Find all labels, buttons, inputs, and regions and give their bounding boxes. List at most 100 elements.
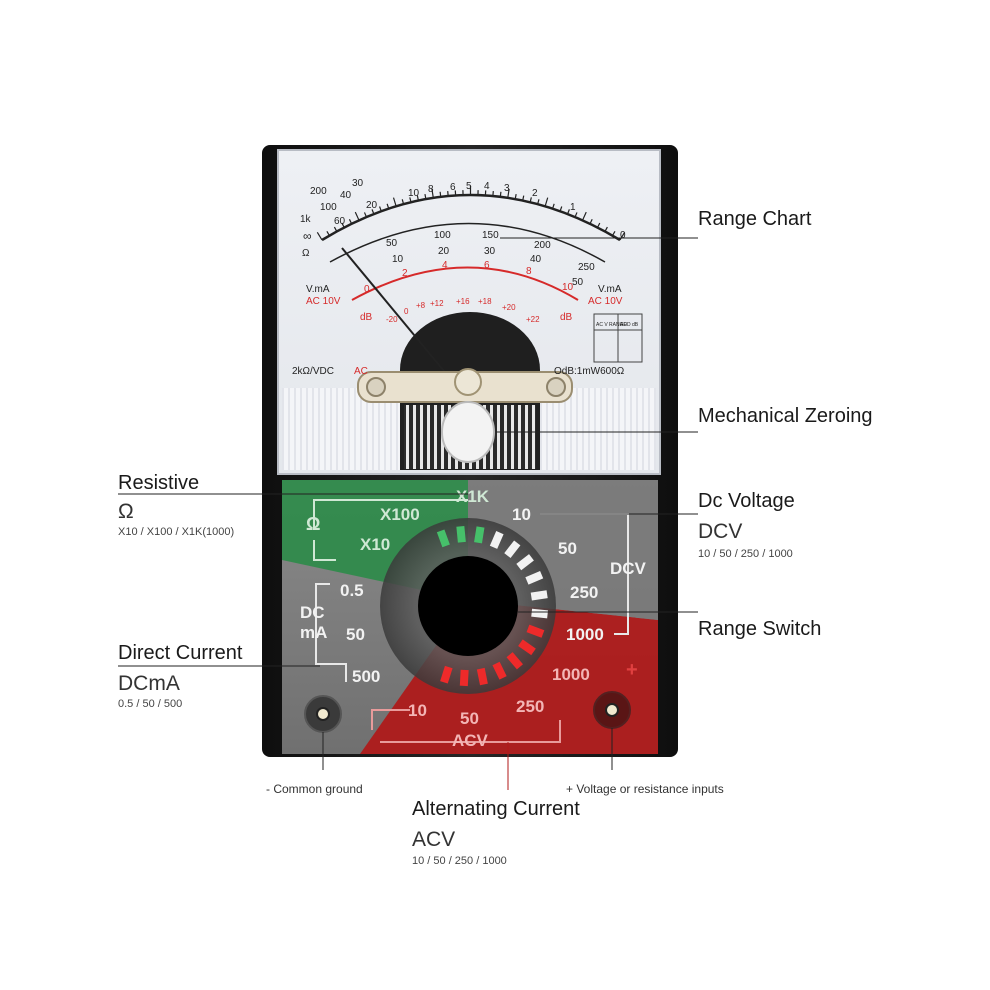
- db-18: +18: [478, 297, 492, 306]
- scale-tick: [611, 230, 616, 236]
- ac-10: 10: [562, 282, 574, 293]
- db-12: +12: [430, 299, 444, 308]
- common-ground-label: - Common ground: [266, 782, 363, 796]
- ohm-scale-3: 3: [504, 183, 510, 194]
- right-unit-2: AC 10V: [588, 296, 623, 307]
- range-switch-knob[interactable]: [418, 556, 518, 656]
- dial-marker: [531, 608, 548, 619]
- scale-tick: [559, 206, 563, 212]
- dial-marker: [530, 590, 548, 601]
- db-reference: OdB:1mW600Ω: [554, 366, 625, 377]
- dial-ohm-symbol: Ω: [306, 514, 320, 534]
- dial-marker: [526, 624, 545, 638]
- dc-250-250: 250: [578, 262, 595, 273]
- dcma-label-2: mA: [300, 623, 327, 642]
- direct-current-ranges: 0.5 / 50 / 500: [118, 698, 183, 710]
- db-right: dB: [560, 312, 573, 323]
- scale-tick: [348, 219, 353, 225]
- scale-tick: [439, 191, 442, 197]
- dial-marker: [459, 669, 469, 687]
- ohm-scale-5: 5: [466, 181, 472, 192]
- direct-current-title: Direct Current: [118, 642, 243, 664]
- db-left: dB: [360, 312, 373, 323]
- scale-tick: [409, 197, 412, 203]
- ac-6: 6: [484, 260, 490, 271]
- acv-50: 50: [460, 709, 479, 728]
- dcv-10: 10: [512, 505, 531, 524]
- scale-tick: [386, 203, 390, 209]
- ohm-scale-30: 30: [352, 178, 364, 189]
- meter-face-labels: 200 100 60 40 30 20 1k 10 8 6 5 4 3 2 1 …: [292, 178, 639, 377]
- ohm-scale-10: 10: [408, 188, 420, 199]
- ohm-scale-8: 8: [428, 184, 434, 195]
- dial-marker: [506, 652, 523, 670]
- scale-tick: [529, 197, 532, 203]
- ohm-x10: X10: [360, 535, 390, 554]
- ohm-scale-200: 200: [310, 186, 327, 197]
- range-chart-label: Range Chart: [698, 208, 812, 230]
- ohm-scale-40: 40: [340, 190, 352, 201]
- alternating-current-title: Alternating Current: [412, 798, 580, 820]
- scale-tick: [316, 231, 323, 241]
- resistive-ranges: X10 / X100 / X1K(1000): [118, 526, 235, 538]
- dc-50-20: 20: [438, 246, 450, 257]
- dial-marker: [518, 639, 536, 656]
- scale-tick: [507, 188, 510, 198]
- acv-250: 250: [516, 697, 544, 716]
- ohm-scale-2: 2: [532, 188, 538, 199]
- zero-adjust-knob[interactable]: [441, 401, 495, 463]
- dcma-0-5: 0.5: [340, 581, 364, 600]
- scale-tick: [416, 195, 419, 201]
- acv-label: ACV: [452, 731, 489, 750]
- scale-tick: [574, 212, 578, 218]
- scale-tick: [552, 203, 555, 209]
- dial-marker: [492, 661, 507, 680]
- dial-marker: [476, 667, 488, 686]
- dcv-1000: 1000: [566, 625, 604, 644]
- sensitivity: 2kΩ/VDC: [292, 366, 334, 377]
- db-16: +16: [456, 297, 470, 306]
- ac-0: 0: [364, 284, 370, 295]
- acv-10: 10: [408, 701, 427, 720]
- table-head-1: AC V RANGE: [596, 322, 628, 328]
- scale-tick: [371, 209, 375, 215]
- scale-tick: [544, 197, 549, 207]
- db-22: +22: [526, 315, 540, 324]
- sensitivity-ac: AC: [354, 366, 368, 377]
- scale-tick: [596, 222, 601, 228]
- dcma-label-1: DC: [300, 603, 325, 622]
- resistive-title: Resistive: [118, 472, 200, 494]
- dc-voltage-ranges: 10 / 50 / 250 / 1000: [698, 548, 793, 560]
- dial-marker: [474, 526, 485, 544]
- dc-50-50: 50: [572, 277, 584, 288]
- ac-8: 8: [526, 266, 532, 277]
- scale-tick: [363, 212, 367, 218]
- ohm-x100: X100: [380, 505, 420, 524]
- table-head-2: ADD dB: [620, 322, 639, 328]
- ohm-face-symbol: Ω: [302, 248, 310, 259]
- right-unit-1: V.mA: [598, 284, 622, 295]
- dc-250-200: 200: [534, 240, 551, 251]
- meter-face: [277, 149, 661, 475]
- ohm-scale-60: 60: [334, 216, 346, 227]
- scale-tick: [392, 197, 397, 207]
- ohm-scale-0: 0: [620, 230, 626, 241]
- ohm-scale-4: 4: [484, 181, 490, 192]
- db-20: +20: [502, 303, 516, 312]
- ohm-scale-20: 20: [366, 200, 378, 211]
- left-unit-2: AC 10V: [306, 296, 341, 307]
- left-unit-1: V.mA: [306, 284, 330, 295]
- dc-50-40: 40: [530, 254, 542, 265]
- db-8: +8: [416, 301, 426, 310]
- ohm-scale-100: 100: [320, 202, 337, 213]
- dc-50-10: 10: [392, 254, 404, 265]
- dial-labels: X1K X100 X10 Ω 10 50 250 1000 DCV DC mA …: [300, 487, 647, 750]
- ohm-infinity: ∞: [303, 229, 312, 243]
- dc-voltage-title: Dc Voltage: [698, 490, 795, 512]
- scale-tick: [522, 195, 525, 201]
- scale-tick: [379, 206, 382, 212]
- acv-1000: 1000: [552, 665, 590, 684]
- voltage-inputs-label: + Voltage or resistance inputs: [566, 782, 724, 796]
- dial-marker: [436, 529, 450, 548]
